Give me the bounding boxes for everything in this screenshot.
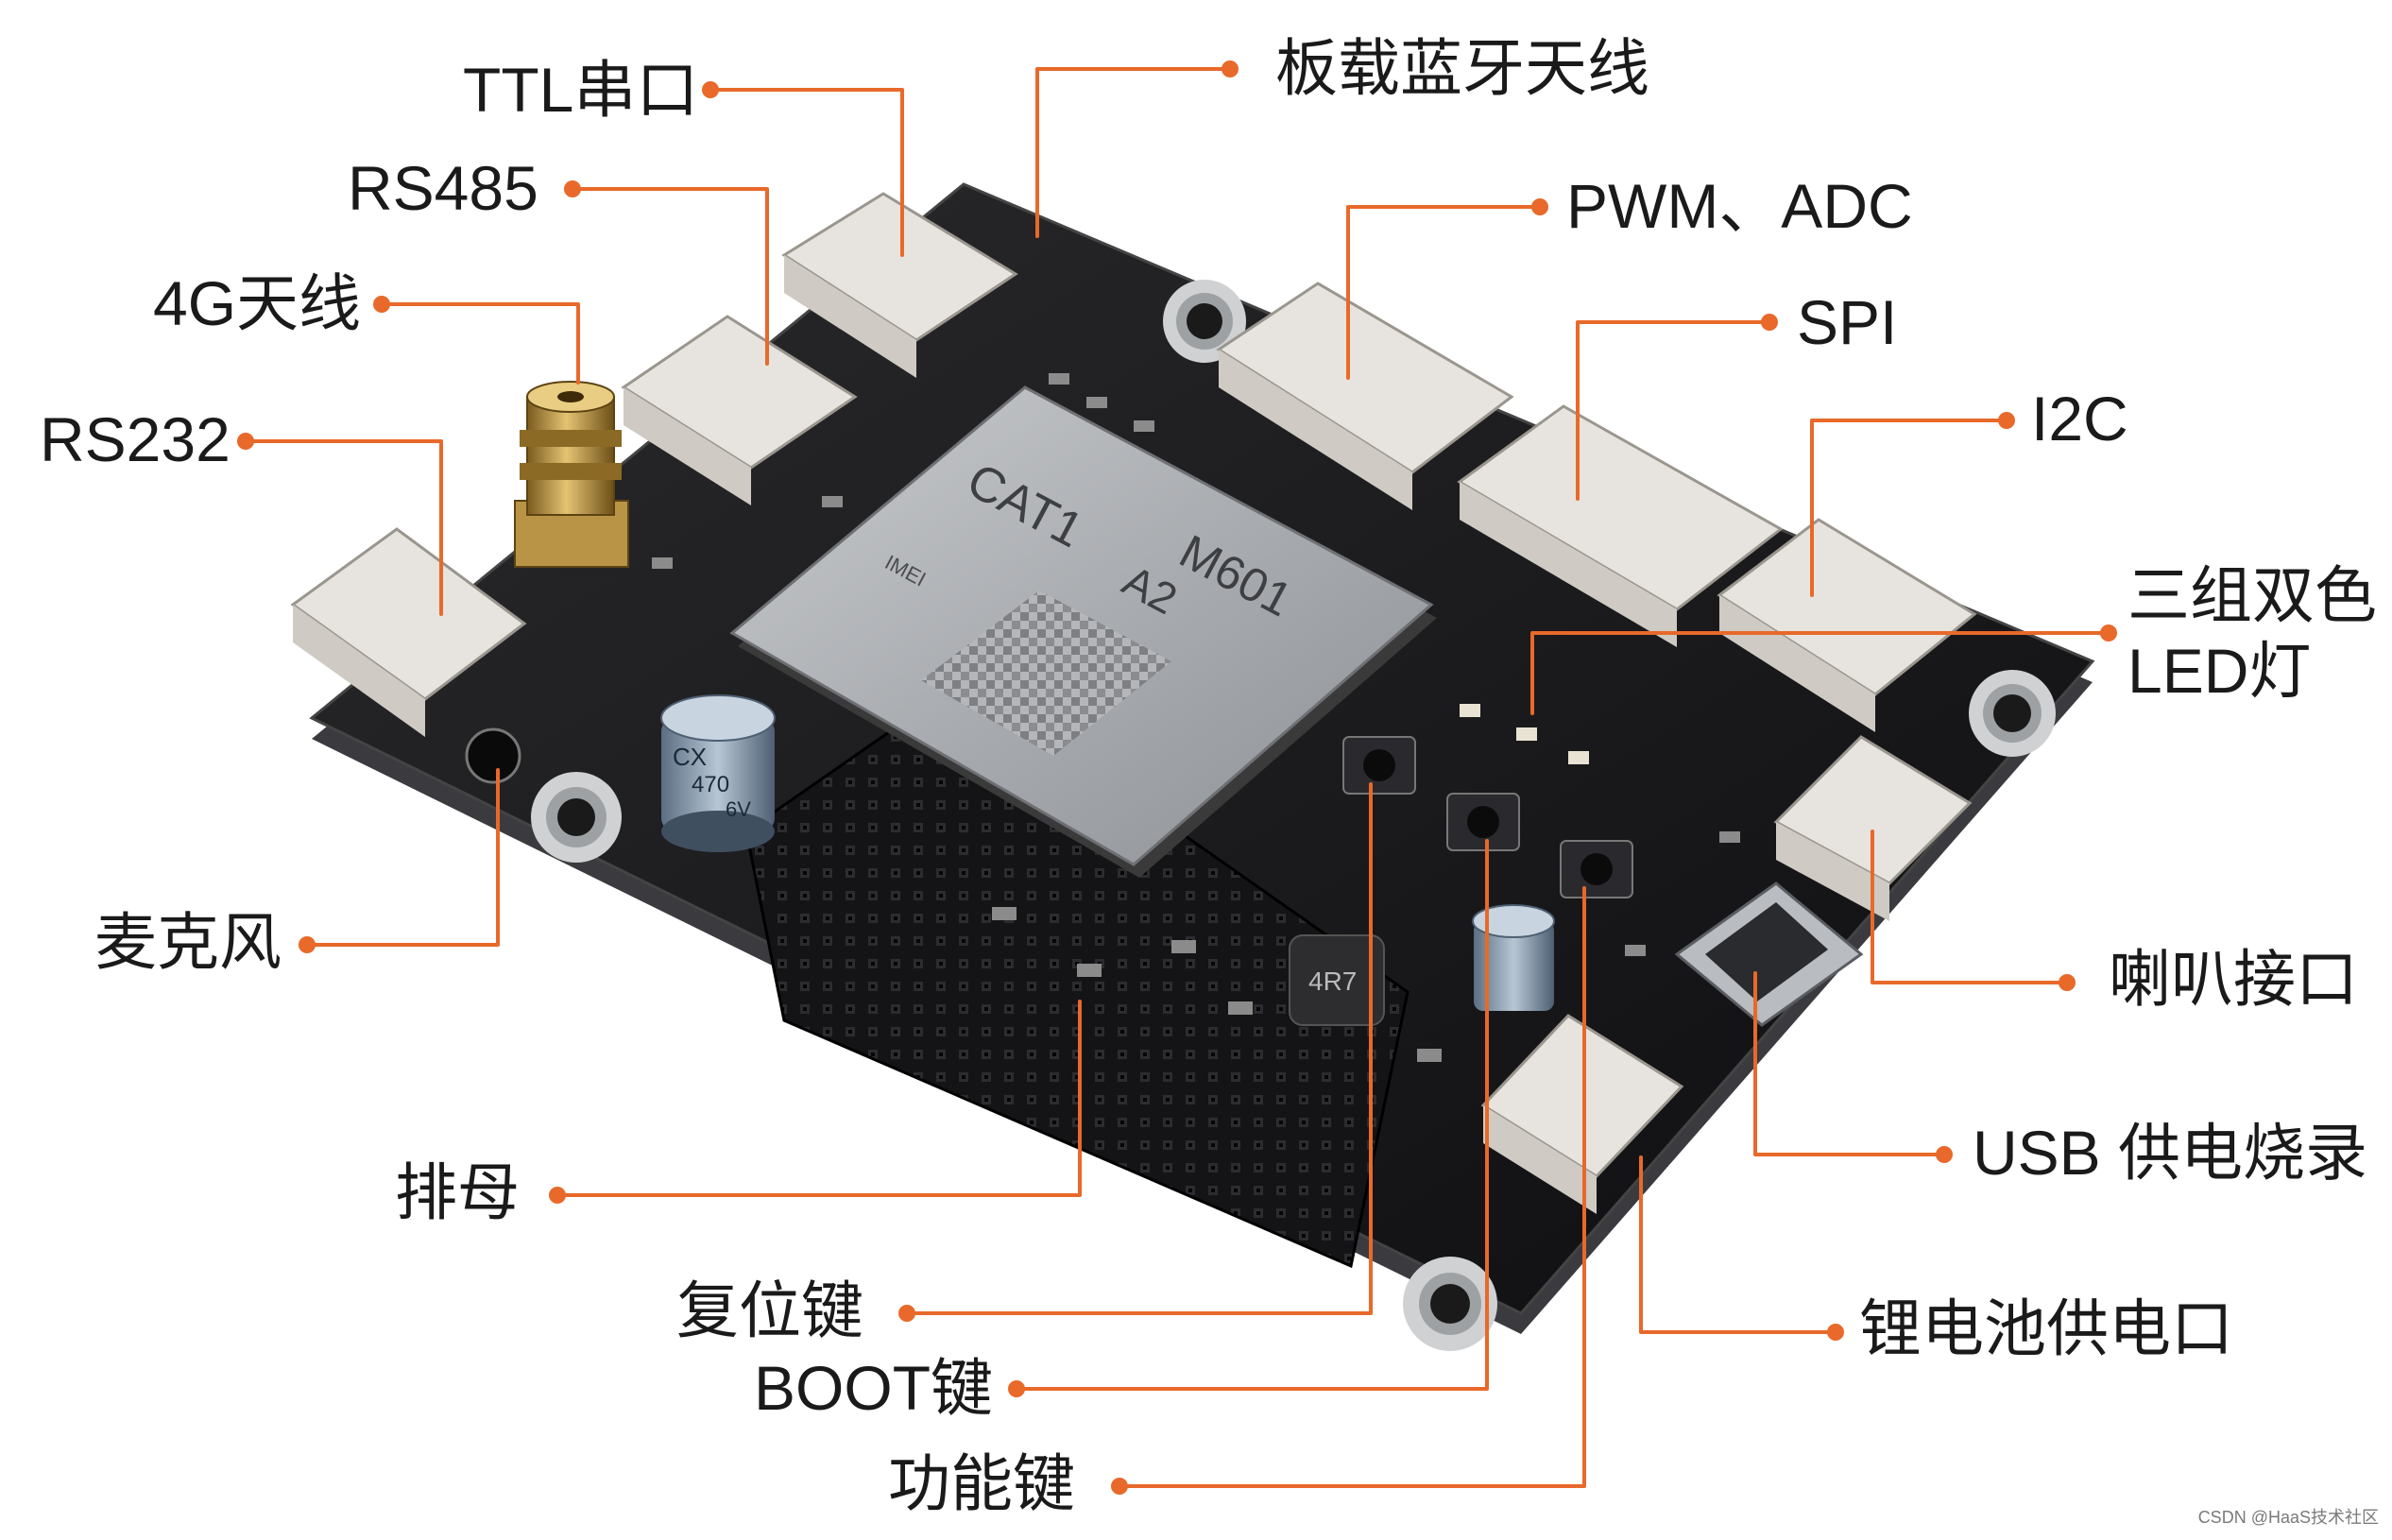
leader-dot [898, 1305, 915, 1322]
smd-components [652, 373, 1740, 1062]
leader-dot [1111, 1478, 1128, 1495]
label-ttl: TTL串口 [463, 55, 699, 125]
inductor: 4R7 [1289, 934, 1385, 1026]
leader-dot [549, 1187, 566, 1204]
leader-dot [1761, 314, 1778, 331]
leader-reset [905, 782, 1373, 1315]
leds [1460, 704, 1589, 764]
boot-switch [1446, 793, 1520, 851]
leader-boot [1015, 839, 1489, 1391]
connector-ttl [781, 192, 1018, 378]
label-rs232: RS232 [40, 404, 231, 474]
leader-speaker [1871, 830, 2069, 984]
capacitor-small [1472, 904, 1555, 1011]
mounting-holes [531, 280, 2056, 1351]
label-battery: 锂电池供电口 [1859, 1292, 2233, 1365]
label-bt-antenna: 板载蓝牙天线 [1275, 32, 1649, 105]
connector-i2c [1717, 518, 1977, 732]
leader-dot [1008, 1380, 1025, 1397]
leader-dot [2059, 974, 2076, 991]
sma-connector [514, 381, 629, 568]
reset-switch [1342, 736, 1416, 795]
leader-pwm-adc [1346, 205, 1542, 380]
leader-dot [1827, 1324, 1844, 1341]
capacitor-label-voltage: 6V [726, 797, 751, 821]
leader-mic [305, 768, 500, 947]
buttons [1342, 736, 1633, 898]
label-func: 功能键 [888, 1447, 1075, 1520]
label-speaker: 喇叭接口 [2109, 943, 2358, 1016]
leader-header [555, 1000, 1082, 1197]
leader-dot [1531, 198, 1548, 215]
leader-rs485 [571, 187, 769, 366]
label-rs485: RS485 [348, 153, 538, 223]
connector-pwm-adc [1216, 282, 1514, 510]
label-header: 排母 [395, 1156, 520, 1229]
leader-bt-antenna [1035, 67, 1232, 238]
capacitor-label-value: 470 [692, 772, 729, 797]
credit-watermark: CSDN @HaaS技术社区 [2197, 1508, 2379, 1527]
leader-i2c [1810, 419, 2008, 597]
connector-speaker [1773, 735, 1973, 921]
leader-dot [702, 81, 719, 98]
leader-4g [380, 302, 580, 385]
label-boot: BOOT键 [754, 1353, 994, 1423]
leader-dot [1936, 1146, 1953, 1163]
label-spi: SPI [1797, 287, 1898, 357]
connector-spi [1457, 404, 1784, 647]
leader-dot [2100, 625, 2117, 642]
leader-ttl [709, 88, 904, 257]
leader-func [1118, 886, 1586, 1488]
leader-dot [237, 433, 254, 450]
label-i2c: I2C [2031, 384, 2128, 453]
leader-dot [373, 296, 390, 313]
label-led-line2: LED灯 [2127, 636, 2312, 706]
leader-dot [564, 180, 581, 197]
leader-lines [244, 67, 2110, 1488]
function-switch [1560, 840, 1633, 898]
leader-spi [1576, 320, 1771, 501]
label-usb: USB 供电烧录 [1973, 1118, 2368, 1188]
leader-dots [237, 60, 2117, 1495]
inductor-label: 4R7 [1308, 967, 1357, 996]
connector-rs232 [290, 527, 527, 737]
label-reset: 复位键 [676, 1275, 863, 1347]
label-mic: 麦克风 [94, 906, 282, 979]
microphone [465, 727, 521, 784]
capacitor-470: CX 470 6V [660, 694, 776, 852]
leader-dot [1998, 412, 2015, 429]
label-pwm-adc: PWM、ADC [1566, 171, 1913, 241]
connector-rs485 [621, 315, 858, 505]
leader-rs232 [244, 439, 443, 616]
usb-c-port [1674, 881, 1864, 1027]
leader-usb [1753, 971, 1946, 1156]
label-led-line1: 三组双色 [2127, 559, 2377, 632]
cat1-module: CAT1 M601 A2 IMEI [729, 385, 1437, 878]
leader-dot [299, 936, 316, 953]
leader-led [1530, 631, 2110, 715]
label-4g-antenna: 4G天线 [153, 268, 362, 338]
leader-dot [1222, 60, 1239, 77]
leader-battery [1639, 1155, 1837, 1334]
capacitor-label-cx: CX [673, 743, 707, 771]
